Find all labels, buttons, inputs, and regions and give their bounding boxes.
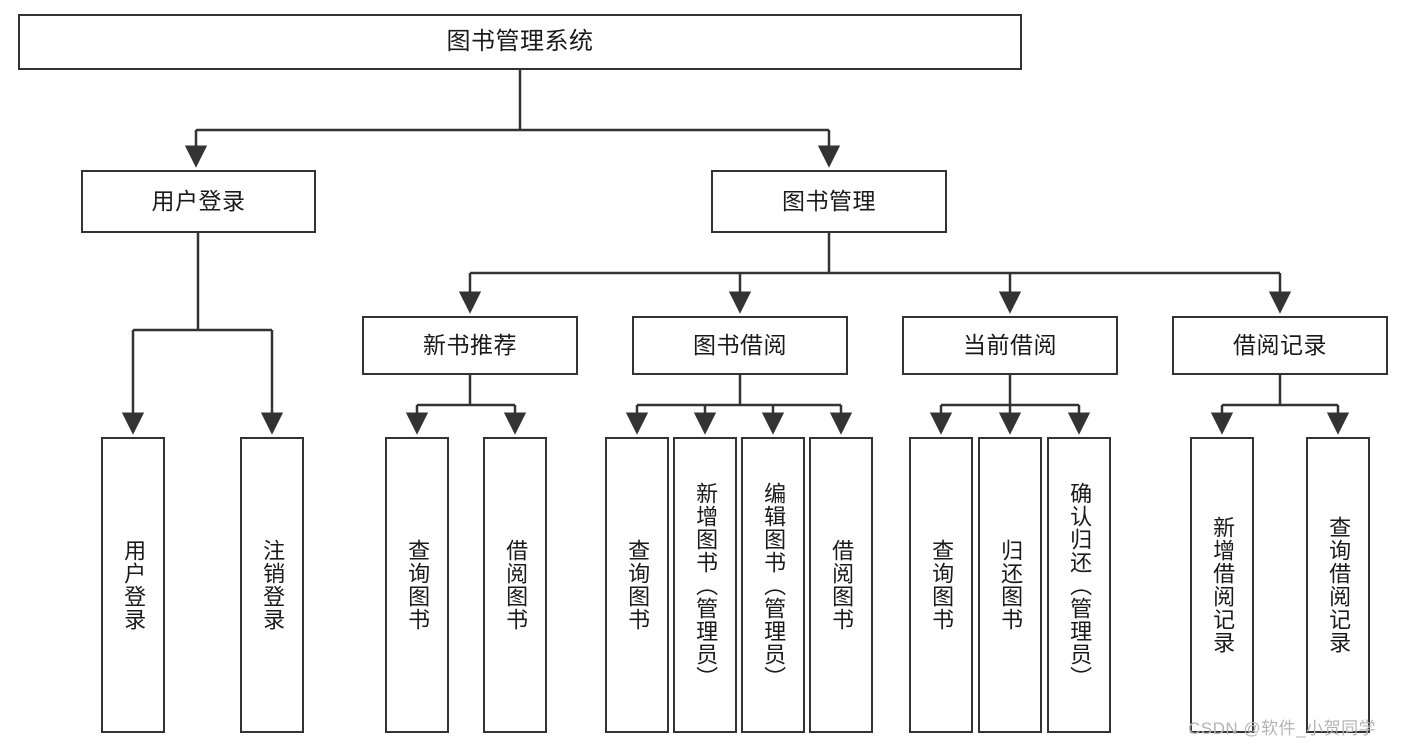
node-leaf-edit-book[interactable]: 编辑图书（管理员） <box>741 437 805 733</box>
node-label: 新增借阅记录 <box>1210 516 1236 654</box>
node-leaf-add-borrow-record[interactable]: 新增借阅记录 <box>1190 437 1254 733</box>
node-leaf-borrow-book-recommend[interactable]: 借阅图书 <box>483 437 547 733</box>
node-label: 当前借阅 <box>963 332 1057 359</box>
node-label: 确认归还（管理员） <box>1067 481 1093 689</box>
node-borrow-record[interactable]: 借阅记录 <box>1172 316 1388 375</box>
node-label: 借阅图书 <box>829 539 855 631</box>
node-label: 图书借阅 <box>693 332 787 359</box>
node-label: 新书推荐 <box>423 332 517 359</box>
node-leaf-query-borrow-record[interactable]: 查询借阅记录 <box>1306 437 1370 733</box>
node-leaf-user-login[interactable]: 用户登录 <box>101 437 165 733</box>
node-leaf-query-book-borrow[interactable]: 查询图书 <box>605 437 669 733</box>
node-label: 用户登录 <box>121 539 147 631</box>
node-leaf-confirm-return[interactable]: 确认归还（管理员） <box>1047 437 1111 733</box>
node-label: 查询图书 <box>405 539 431 631</box>
node-label: 借阅记录 <box>1233 332 1327 359</box>
node-book-borrow[interactable]: 图书借阅 <box>632 316 848 375</box>
node-label: 用户登录 <box>151 188 246 215</box>
node-book-manage[interactable]: 图书管理 <box>711 170 947 233</box>
node-new-book-recommend[interactable]: 新书推荐 <box>362 316 578 375</box>
node-label: 借阅图书 <box>503 539 529 631</box>
node-label: 编辑图书（管理员） <box>761 481 787 689</box>
node-current-borrow[interactable]: 当前借阅 <box>902 316 1118 375</box>
node-label: 图书管理系统 <box>446 28 594 56</box>
node-leaf-return-book[interactable]: 归还图书 <box>978 437 1042 733</box>
node-label: 图书管理 <box>782 188 876 215</box>
node-leaf-query-book-recommend[interactable]: 查询图书 <box>385 437 449 733</box>
node-leaf-add-book[interactable]: 新增图书（管理员） <box>673 437 737 733</box>
node-label: 查询借阅记录 <box>1326 516 1352 654</box>
node-book-management-system[interactable]: 图书管理系统 <box>18 14 1022 70</box>
node-leaf-query-book-current[interactable]: 查询图书 <box>909 437 973 733</box>
node-label: 查询图书 <box>625 539 651 631</box>
node-label: 注销登录 <box>260 539 286 631</box>
csdn-watermark: CSDN @软件_小贺同学 <box>1188 719 1377 738</box>
node-leaf-user-logout[interactable]: 注销登录 <box>240 437 304 733</box>
node-label: 新增图书（管理员） <box>693 481 719 689</box>
node-user-login[interactable]: 用户登录 <box>81 170 316 233</box>
node-leaf-borrow-book[interactable]: 借阅图书 <box>809 437 873 733</box>
node-label: 查询图书 <box>929 539 955 631</box>
node-label: 归还图书 <box>998 539 1024 631</box>
